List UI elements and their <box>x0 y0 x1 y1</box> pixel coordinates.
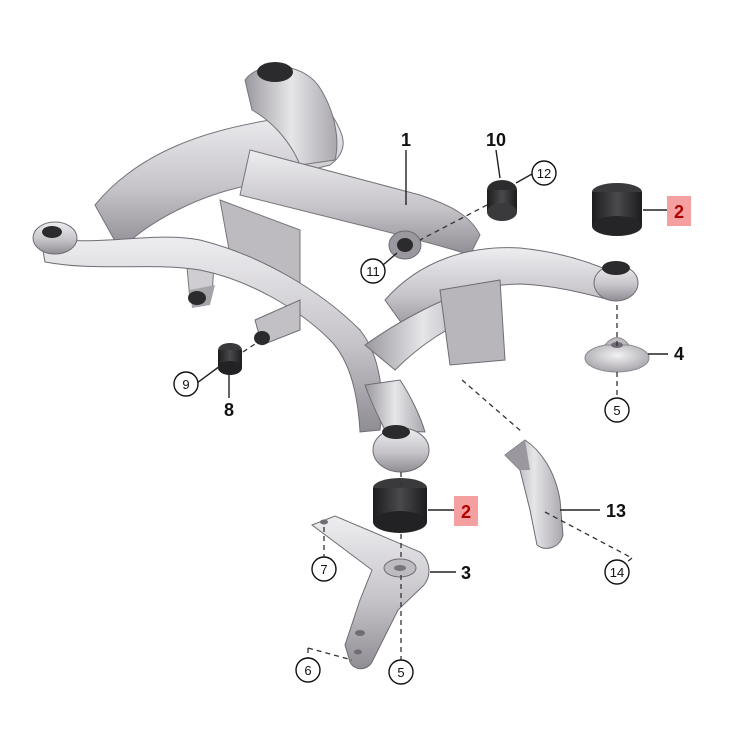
label-part-1: 1 <box>401 130 411 150</box>
label-part-14: 14 <box>610 565 624 580</box>
callout-circles <box>173 160 630 685</box>
rubber-mount-part-2-bottom <box>373 478 427 533</box>
label-part-6: 6 <box>304 663 311 678</box>
label-part-12: 12 <box>537 166 551 181</box>
label-part-8: 8 <box>224 400 234 420</box>
leader-lines <box>196 149 668 661</box>
label-part-5-right: 5 <box>613 403 620 418</box>
label-part-7: 7 <box>320 562 327 577</box>
label-part-13: 13 <box>606 501 626 521</box>
bushing-part-8 <box>218 343 242 375</box>
label-part-2-bottom: 2 <box>461 502 471 522</box>
shield-bracket-part-13 <box>504 439 564 549</box>
bushing-sleeve-part-10 <box>487 180 517 221</box>
bracket-plate-part-3 <box>310 515 430 670</box>
highlight-box-top <box>667 196 691 226</box>
label-part-5-bottom: 5 <box>397 665 404 680</box>
rear-subframe <box>32 62 639 473</box>
label-part-9: 9 <box>182 377 189 392</box>
label-part-4: 4 <box>674 344 684 364</box>
label-part-10: 10 <box>486 130 506 150</box>
label-part-11: 11 <box>366 264 380 279</box>
label-part-2-top: 2 <box>674 202 684 222</box>
label-part-3: 3 <box>461 563 471 583</box>
rubber-mount-part-2-top <box>592 183 642 236</box>
highlight-box-bottom <box>454 496 478 526</box>
